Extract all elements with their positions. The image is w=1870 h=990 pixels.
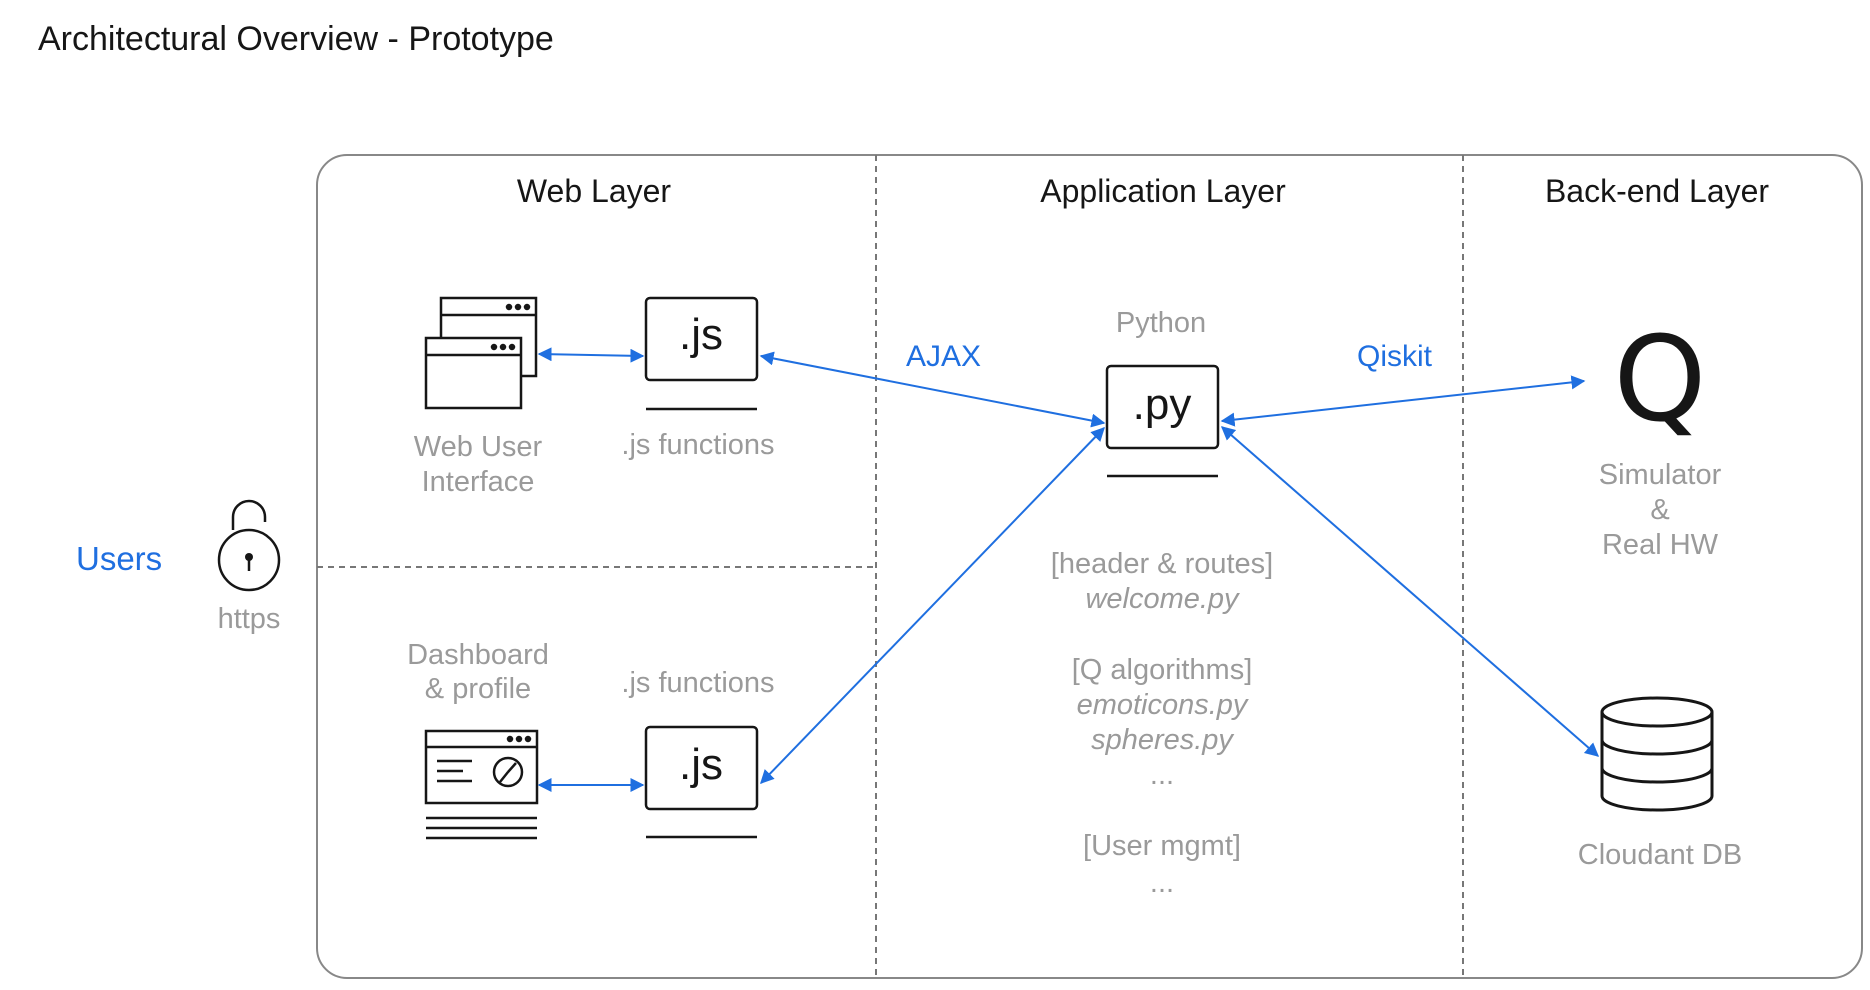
web-ui-label-line2: Interface bbox=[421, 466, 535, 498]
dashboard-label-line1: Dashboard bbox=[407, 639, 549, 671]
q-symbol-icon: Q bbox=[1613, 310, 1707, 448]
js-box-top bbox=[644, 296, 759, 411]
welcome-py-label: welcome.py bbox=[1085, 583, 1239, 615]
browser-windows-icon bbox=[424, 296, 538, 410]
js-box-top-label: .js bbox=[679, 310, 723, 359]
arrow-py-db bbox=[1220, 426, 1600, 757]
user-mgmt-label: [User mgmt] bbox=[1083, 830, 1241, 862]
arrow-ajax-js-py bbox=[759, 351, 1106, 428]
arrow-qiskit-py-q bbox=[1220, 375, 1586, 427]
arrow-ui-js-top bbox=[537, 347, 645, 363]
ellipsis-2: ... bbox=[1149, 867, 1175, 899]
py-box-label: .py bbox=[1132, 380, 1192, 429]
qiskit-label: Qiskit bbox=[1357, 340, 1432, 373]
simulator-label-line2: & bbox=[1650, 494, 1670, 526]
database-icon bbox=[1600, 696, 1714, 812]
application-layer-title: Application Layer bbox=[1040, 173, 1286, 209]
cloudant-db-label: Cloudant DB bbox=[1577, 839, 1743, 871]
users-label: Users bbox=[76, 540, 163, 577]
https-label: https bbox=[217, 603, 281, 635]
ellipsis-1: ... bbox=[1149, 759, 1175, 791]
q-algorithms-label: [Q algorithms] bbox=[1071, 654, 1253, 686]
emoticons-py-label: emoticons.py bbox=[1076, 689, 1248, 721]
page-title: Architectural Overview - Prototype bbox=[38, 20, 554, 58]
js-box-bottom bbox=[644, 725, 759, 839]
web-ui-label-line1: Web User bbox=[413, 431, 543, 463]
arrow-js-bottom-py bbox=[760, 426, 1105, 785]
js-box-bottom-label: .js bbox=[679, 740, 723, 789]
simulator-label-line1: Simulator bbox=[1598, 459, 1722, 491]
js-functions-top-label: .js functions bbox=[621, 429, 775, 461]
header-routes-label: [header & routes] bbox=[1050, 548, 1274, 580]
dashboard-label-line2: & profile bbox=[424, 673, 532, 705]
backend-layer-title: Back-end Layer bbox=[1544, 173, 1770, 209]
web-layer-title: Web Layer bbox=[516, 173, 672, 209]
spheres-py-label: spheres.py bbox=[1091, 724, 1233, 756]
lock-open-icon bbox=[217, 499, 281, 592]
simulator-label-line3: Real HW bbox=[1601, 529, 1719, 561]
ajax-label: AJAX bbox=[906, 340, 982, 373]
python-label: Python bbox=[1115, 307, 1207, 339]
py-box bbox=[1105, 364, 1220, 478]
dashboard-icon bbox=[424, 729, 539, 840]
js-functions-bottom-label: .js functions bbox=[621, 667, 775, 699]
